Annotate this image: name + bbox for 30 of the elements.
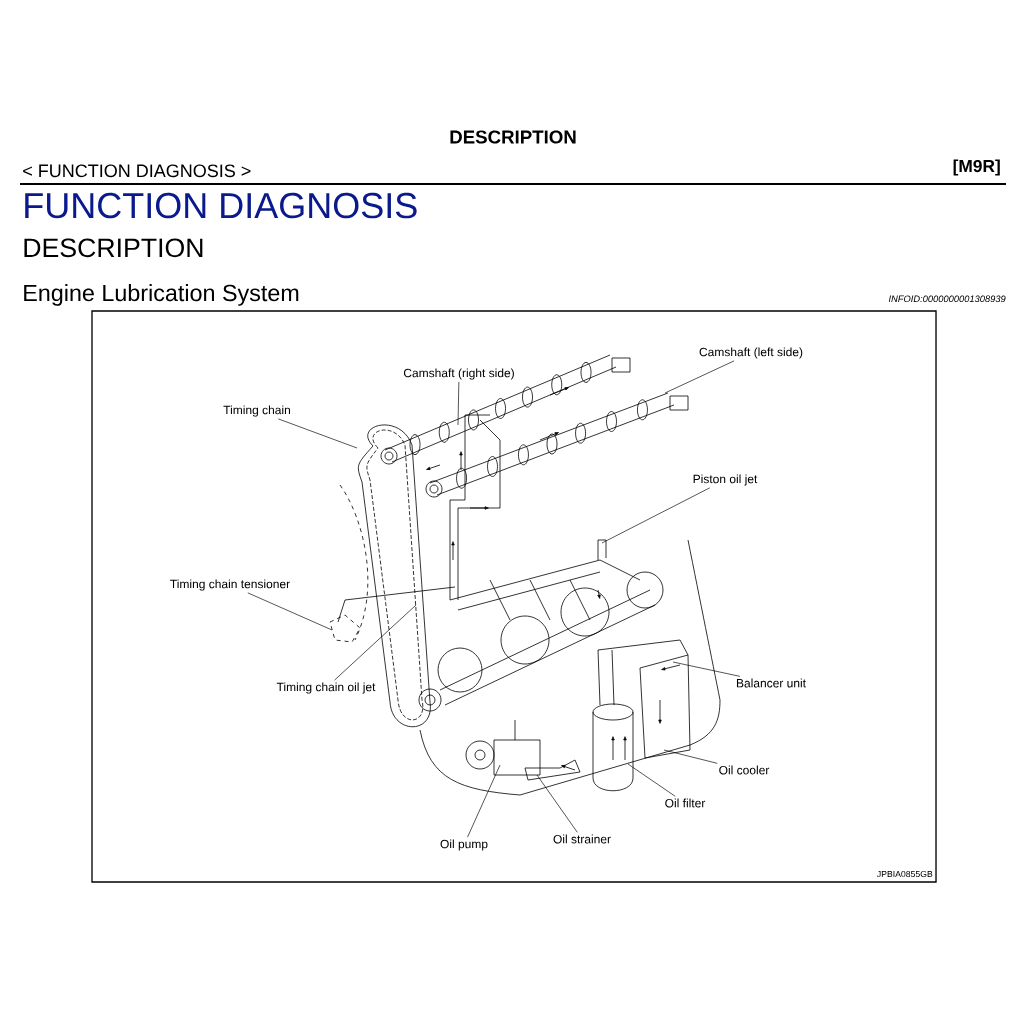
leader-line <box>457 381 460 426</box>
leader-line <box>627 763 676 797</box>
callout-label: Oil filter <box>665 798 706 808</box>
callout-label: Oil pump <box>440 839 488 851</box>
leader-line <box>247 592 333 631</box>
leader-line <box>277 418 358 449</box>
callout-label: Oil cooler <box>719 765 770 775</box>
leader-line <box>467 764 501 838</box>
leader-line <box>334 604 417 681</box>
callout-label: Camshaft (right side) <box>403 368 514 380</box>
leader-line <box>672 661 741 677</box>
callout-label: Oil strainer <box>553 834 611 844</box>
callout-label: Timing chain <box>223 405 290 417</box>
info-id: INFOID:0000000001308939 <box>888 295 1006 303</box>
callout-label: Timing chain oil jet <box>276 682 376 694</box>
callout-label: Balancer unit <box>736 678 806 688</box>
section-header: < FUNCTION DIAGNOSIS > <box>23 164 251 178</box>
callout-label: Piston oil jet <box>693 474 758 486</box>
engine-code: [M9R] <box>953 159 1000 176</box>
callout-label: Camshaft (left side) <box>699 347 803 359</box>
section-heading: FUNCTION DIAGNOSIS <box>25 192 417 219</box>
figure-code: JPBIA0855GB <box>877 870 933 878</box>
callout-label: Timing chain tensioner <box>170 579 290 591</box>
leader-line <box>663 749 718 764</box>
subsection-heading: DESCRIPTION <box>24 238 203 258</box>
leader-line <box>664 360 735 394</box>
leader-line <box>601 487 710 544</box>
page-title: DESCRIPTION <box>450 130 576 144</box>
leader-line <box>536 774 578 833</box>
topic-heading: Engine Lubrication System <box>24 284 299 306</box>
